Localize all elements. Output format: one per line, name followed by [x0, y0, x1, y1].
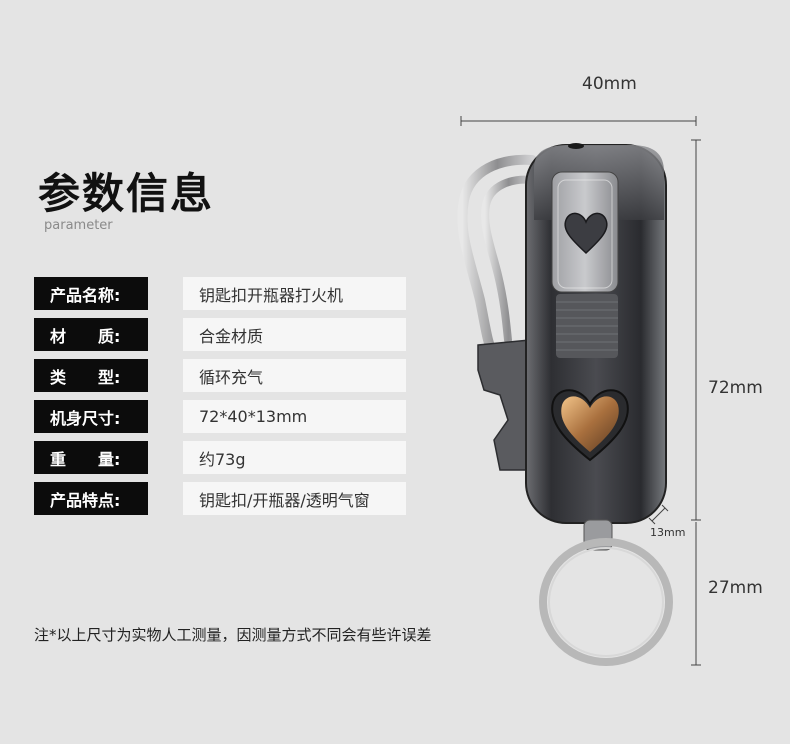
heart-fuel-window-icon [551, 389, 629, 462]
spec-value: 合金材质 [183, 318, 406, 351]
dimension-width-label: 40mm [582, 74, 637, 94]
lighter-body [525, 143, 667, 524]
spec-label: 材 质: [34, 318, 148, 351]
heart-button-icon [564, 212, 608, 255]
spec-value: 72*40*13mm [183, 400, 406, 433]
measurement-note: 注*以上尺寸为实物人工测量，因测量方式不同会有些许误差 [34, 626, 432, 644]
key-ring [539, 519, 673, 666]
dimension-height-label: 72mm [708, 378, 763, 398]
spec-row-features: 产品特点: 钥匙扣/开瓶器/透明气窗 [34, 482, 406, 515]
spec-row-type: 类 型: 循环充气 [34, 359, 406, 392]
dimension-width-line [460, 116, 697, 126]
page-title: 参数信息 [38, 169, 215, 218]
dimension-depth-line [648, 504, 669, 525]
spec-value: 钥匙扣开瓶器打火机 [183, 277, 406, 310]
spec-row-weight: 重 量: 约73g [34, 441, 406, 474]
spec-label: 重 量: [34, 441, 148, 474]
spec-label: 类 型: [34, 359, 148, 392]
spec-row-material: 材 质: 合金材质 [34, 318, 406, 351]
page-subtitle: parameter [44, 218, 113, 233]
spec-value: 循环充气 [183, 359, 406, 392]
carabiner-hook [457, 154, 537, 471]
spec-label: 产品名称: [34, 277, 148, 310]
spec-row-size: 机身尺寸: 72*40*13mm [34, 400, 406, 433]
dimension-height-line [691, 139, 701, 521]
dimension-ring-label: 27mm [708, 578, 763, 598]
dimension-ring-line [691, 522, 701, 666]
spec-label: 机身尺寸: [34, 400, 148, 433]
dimension-depth-label: 13mm [650, 526, 686, 539]
spec-label: 产品特点: [34, 482, 148, 515]
spec-value: 约73g [183, 441, 406, 474]
spec-row-name: 产品名称: 钥匙扣开瓶器打火机 [34, 277, 406, 310]
spec-table: 产品名称: 钥匙扣开瓶器打火机 材 质: 合金材质 类 型: 循环充气 机身尺寸… [34, 277, 406, 523]
spec-value: 钥匙扣/开瓶器/透明气窗 [183, 482, 406, 515]
